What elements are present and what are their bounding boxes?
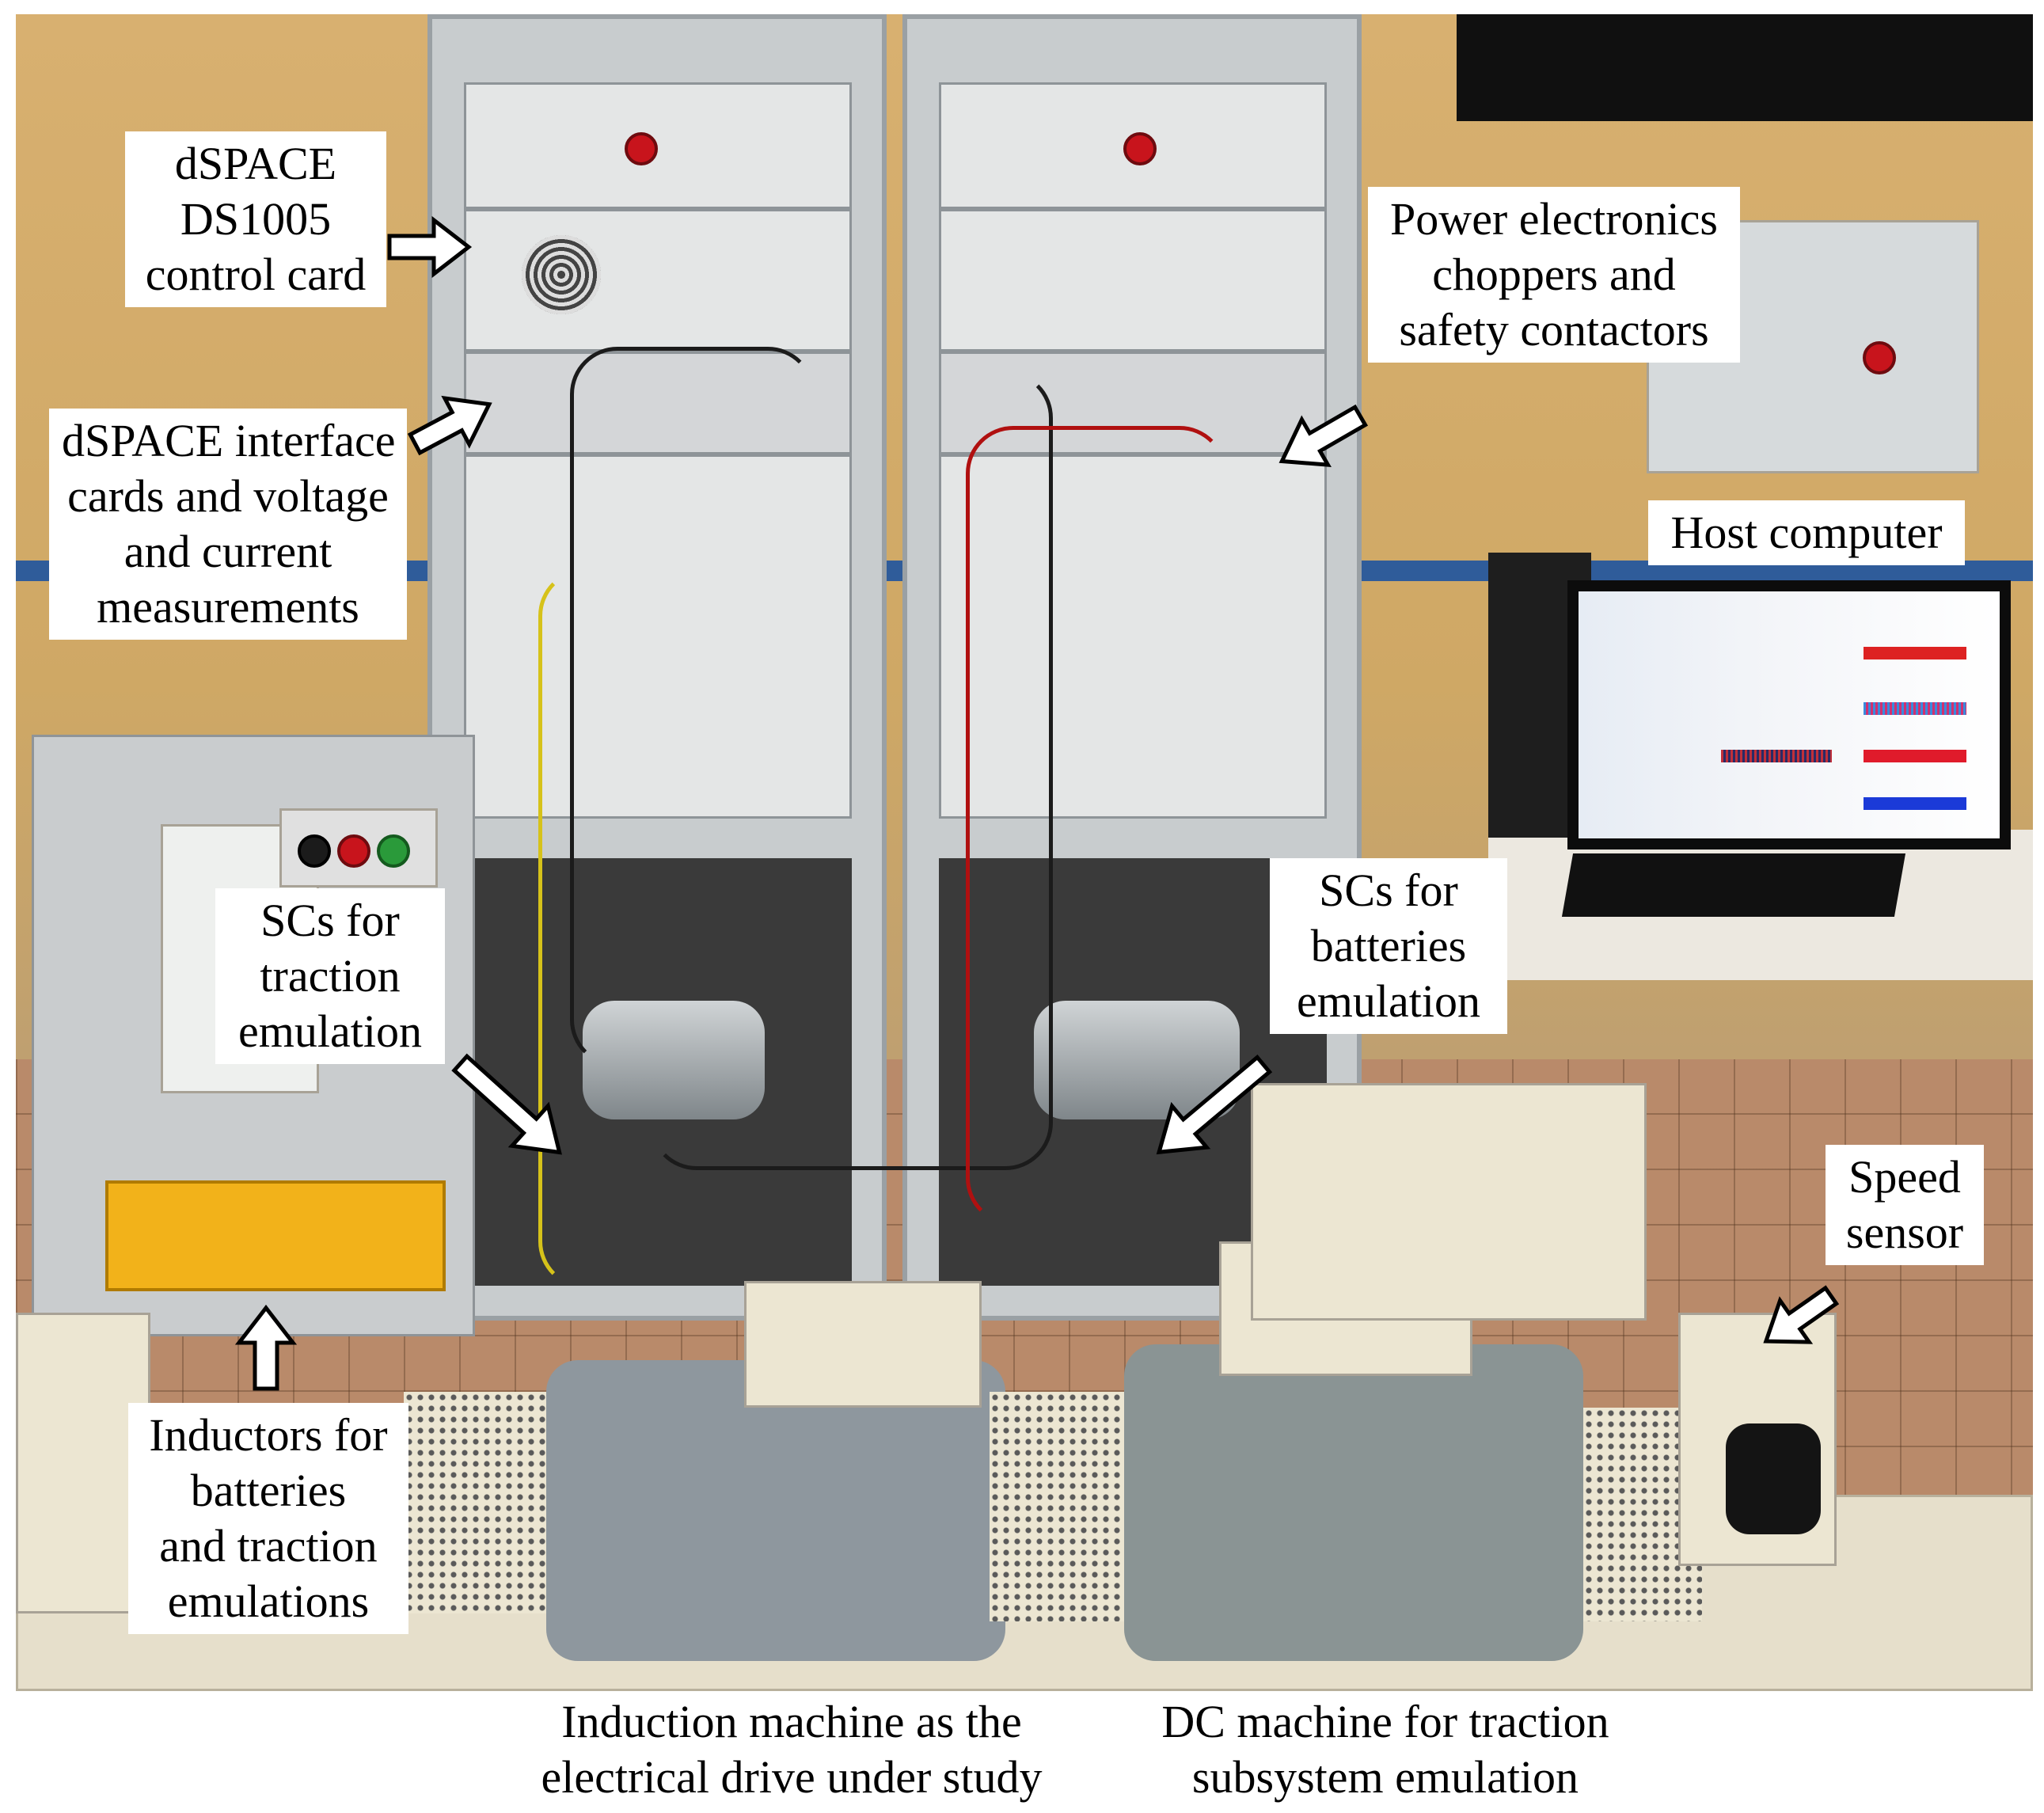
arrow-right-icon bbox=[387, 215, 473, 279]
cable-bundle-2 bbox=[649, 371, 1053, 1170]
dspace-card-panel bbox=[464, 209, 852, 352]
screen-trace-4 bbox=[1864, 750, 1966, 762]
host-monitor bbox=[1567, 580, 2011, 849]
red-button bbox=[337, 834, 370, 868]
green-button bbox=[377, 834, 410, 868]
label-scs-traction: SCs for traction emulation bbox=[215, 888, 445, 1064]
caption-line: subsystem emulation bbox=[1191, 1751, 1579, 1803]
label-line: emulation bbox=[238, 1005, 422, 1057]
emergency-stop-knob bbox=[1863, 341, 1896, 374]
label-line: Speed bbox=[1848, 1151, 1961, 1203]
arrow-down-left-icon bbox=[1278, 404, 1369, 467]
measurement-panel-left bbox=[464, 454, 852, 819]
label-line: control card bbox=[145, 249, 367, 300]
label-line: SCs for bbox=[260, 895, 400, 946]
label-line: emulations bbox=[167, 1575, 370, 1627]
black-button bbox=[298, 834, 331, 868]
arrow-down-left-icon bbox=[1156, 1055, 1273, 1155]
coupling-guard-1 bbox=[404, 1392, 562, 1613]
dc-machine bbox=[1124, 1344, 1583, 1661]
label-line: safety contactors bbox=[1399, 304, 1709, 355]
label-inductors: Inductors for batteries and traction emu… bbox=[128, 1403, 408, 1634]
label-line: sensor bbox=[1845, 1207, 1964, 1258]
screen-trace-3 bbox=[1864, 702, 1966, 715]
top-panel-right bbox=[939, 82, 1327, 209]
label-dspace-interface: dSPACE interface cards and voltage and c… bbox=[49, 409, 407, 640]
label-line: and current bbox=[123, 526, 332, 577]
screen-trace-1 bbox=[1721, 750, 1832, 762]
label-line: batteries bbox=[190, 1465, 347, 1516]
label-line: measurements bbox=[97, 581, 359, 633]
label-line: cards and voltage bbox=[67, 470, 389, 522]
top-panel-left bbox=[464, 82, 852, 209]
coupling-guard-2 bbox=[990, 1392, 1132, 1621]
label-line: emulation bbox=[1297, 975, 1480, 1027]
label-power-electronics: Power electronics choppers and safety co… bbox=[1368, 187, 1740, 363]
arrow-up-right-icon bbox=[407, 395, 492, 456]
arrow-up-icon bbox=[234, 1304, 298, 1391]
speed-sensor-encoder bbox=[1726, 1423, 1821, 1534]
inductor-box-yellow bbox=[105, 1180, 446, 1291]
label-line: choppers and bbox=[1432, 249, 1676, 300]
caption-induction-machine: Induction machine as the electrical driv… bbox=[507, 1694, 1077, 1805]
label-line: DS1005 bbox=[180, 193, 332, 245]
induction-terminal-box bbox=[744, 1281, 982, 1408]
emergency-knob-left bbox=[625, 132, 658, 165]
arrow-down-right-icon bbox=[451, 1053, 562, 1155]
label-dspace-card: dSPACE DS1005 control card bbox=[125, 131, 386, 307]
caption-dc-machine: DC machine for traction subsystem emulat… bbox=[1140, 1694, 1631, 1805]
red-cable-bundle bbox=[966, 426, 1227, 1226]
cable-bundle-1 bbox=[570, 347, 815, 1067]
label-host-computer: Host computer bbox=[1648, 500, 1965, 565]
caption-line: Induction machine as the bbox=[561, 1696, 1022, 1747]
sc-module-batteries bbox=[1251, 1083, 1647, 1321]
label-line: Inductors for bbox=[149, 1409, 388, 1461]
keyboard bbox=[1561, 853, 1906, 917]
label-line: Power electronics bbox=[1390, 193, 1718, 245]
label-line: dSPACE interface bbox=[62, 415, 396, 466]
connector-panel-right bbox=[939, 209, 1327, 352]
caption-line: DC machine for traction bbox=[1161, 1696, 1609, 1747]
label-line: and traction bbox=[159, 1520, 378, 1572]
chopper-panel-right bbox=[939, 454, 1327, 819]
emergency-knob-right bbox=[1123, 132, 1157, 165]
label-line: batteries bbox=[1310, 920, 1467, 971]
caption-line: electrical drive under study bbox=[541, 1751, 1043, 1803]
induction-motor bbox=[546, 1360, 1005, 1661]
wall-tv bbox=[1457, 14, 2033, 121]
label-scs-batteries: SCs for batteries emulation bbox=[1270, 858, 1507, 1034]
screen-trace-2 bbox=[1864, 647, 1966, 659]
monitor-screen bbox=[1579, 591, 2000, 838]
left-inductor-module bbox=[16, 1313, 150, 1613]
screen-trace-5 bbox=[1864, 797, 1966, 810]
label-speed-sensor: Speed sensor bbox=[1826, 1145, 1984, 1265]
fan-grille bbox=[522, 235, 601, 314]
arrow-down-left-icon bbox=[1763, 1285, 1840, 1344]
label-line: dSPACE bbox=[174, 138, 337, 189]
yellow-cable bbox=[538, 568, 657, 1289]
label-line: Host computer bbox=[1670, 507, 1943, 558]
label-line: traction bbox=[260, 950, 401, 1002]
label-line: SCs for bbox=[1319, 865, 1458, 916]
trolley-button-panel bbox=[279, 808, 438, 887]
